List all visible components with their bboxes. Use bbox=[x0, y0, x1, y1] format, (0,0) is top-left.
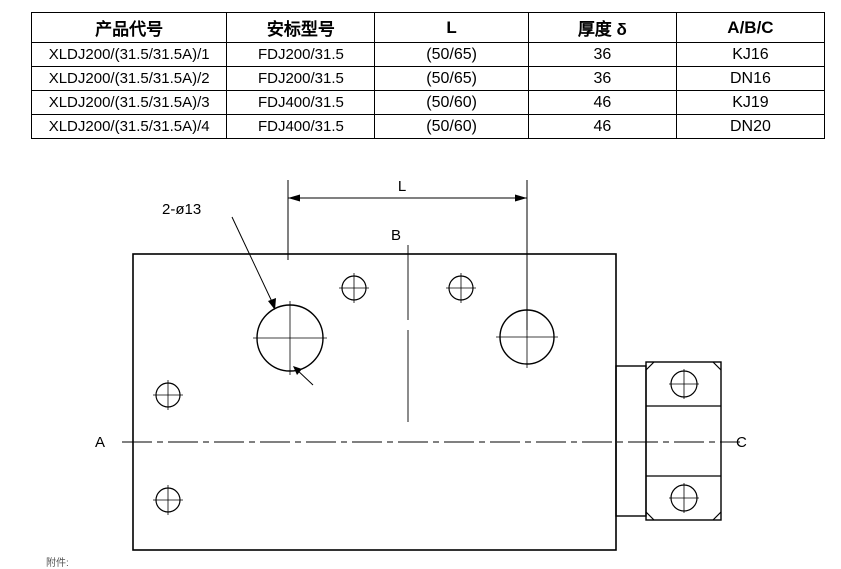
table-cell-product-code: XLDJ200/(31.5/31.5A)/3 bbox=[30, 90, 228, 115]
callout-label-2-phi13: 2-ø13 bbox=[162, 201, 201, 218]
marker-label-a: A bbox=[95, 434, 105, 451]
large-hole-left bbox=[253, 301, 327, 375]
table-cell-l: (50/60) bbox=[374, 90, 529, 115]
dimension-l: L bbox=[287, 178, 528, 330]
table-row: XLDJ200/(31.5/31.5A)/1 FDJ200/31.5 (50/6… bbox=[30, 42, 826, 67]
table-cell-thickness: 46 bbox=[527, 90, 677, 115]
center-line-vertical: B bbox=[391, 227, 409, 422]
table-cell-abc: DN16 bbox=[675, 66, 826, 91]
table-row: XLDJ200/(31.5/31.5A)/4 FDJ400/31.5 (50/6… bbox=[30, 114, 826, 139]
mounting-hole-top-right bbox=[446, 273, 476, 303]
table-row: XLDJ200/(31.5/31.5A)/3 FDJ400/31.5 (50/6… bbox=[30, 90, 826, 115]
specification-table: 产品代号 安标型号 L 厚度 δ A/B/C XLDJ200/(31.5/31.… bbox=[30, 12, 826, 139]
center-line-horizontal: A C bbox=[95, 434, 747, 451]
table-cell-thickness: 36 bbox=[527, 42, 677, 67]
callout-hole-note: 2-ø13 bbox=[162, 201, 314, 386]
technical-drawing: L A C bbox=[0, 170, 841, 569]
main-body-outline bbox=[132, 253, 617, 551]
marker-label-b: B bbox=[391, 227, 401, 244]
table-cell-safety-model: FDJ200/31.5 bbox=[226, 42, 376, 67]
table-header-row: 产品代号 安标型号 L 厚度 δ A/B/C bbox=[30, 12, 826, 43]
table-row: XLDJ200/(31.5/31.5A)/2 FDJ200/31.5 (50/6… bbox=[30, 66, 826, 91]
table-cell-abc: DN20 bbox=[675, 114, 826, 139]
dimension-label-l: L bbox=[398, 178, 406, 195]
table-cell-safety-model: FDJ200/31.5 bbox=[226, 66, 376, 91]
table-header-cell-thickness: 厚度 δ bbox=[527, 12, 677, 43]
table-cell-safety-model: FDJ400/31.5 bbox=[226, 90, 376, 115]
flange-bolt-lower bbox=[669, 483, 699, 513]
table-cell-safety-model: FDJ400/31.5 bbox=[226, 114, 376, 139]
table-header-cell-l: L bbox=[374, 12, 529, 43]
large-hole-right bbox=[496, 306, 558, 368]
table-cell-product-code: XLDJ200/(31.5/31.5A)/1 bbox=[30, 42, 228, 67]
table-cell-product-code: XLDJ200/(31.5/31.5A)/2 bbox=[30, 66, 228, 91]
table-header-cell-abc: A/B/C bbox=[675, 12, 826, 43]
table-cell-l: (50/65) bbox=[374, 66, 529, 91]
right-flange-assembly bbox=[615, 361, 722, 521]
mounting-hole-top-left bbox=[339, 273, 369, 303]
table-cell-thickness: 36 bbox=[527, 66, 677, 91]
table-cell-thickness: 46 bbox=[527, 114, 677, 139]
table-cell-abc: KJ16 bbox=[675, 42, 826, 67]
table-cell-abc: KJ19 bbox=[675, 90, 826, 115]
mounting-hole-left-lower bbox=[153, 485, 183, 515]
marker-label-c: C bbox=[736, 434, 747, 451]
table-cell-product-code: XLDJ200/(31.5/31.5A)/4 bbox=[30, 114, 228, 139]
table-header-cell-safety-model: 安标型号 bbox=[226, 12, 376, 43]
flange-bolt-upper bbox=[669, 369, 699, 399]
mounting-hole-left-upper bbox=[153, 380, 183, 410]
table-header-cell-product-code: 产品代号 bbox=[30, 12, 228, 43]
table-cell-l: (50/60) bbox=[374, 114, 529, 139]
footer-note: 附件: bbox=[46, 556, 69, 569]
table-cell-l: (50/65) bbox=[374, 42, 529, 67]
